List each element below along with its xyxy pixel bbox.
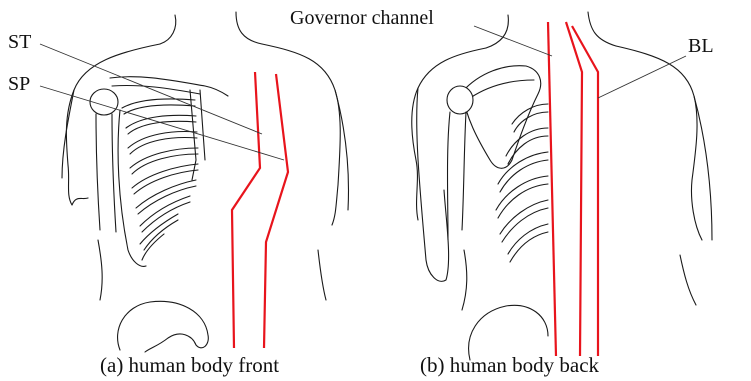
- front-pelvis: [118, 301, 209, 352]
- front-channels: [232, 72, 288, 348]
- governor-channel-line: [548, 22, 556, 356]
- front-neck-outline: [160, 15, 176, 44]
- front-waist-left: [98, 240, 102, 300]
- back-humerus-head: [447, 86, 473, 114]
- front-humerus: [96, 114, 116, 232]
- back-pelvis: [469, 305, 548, 360]
- back-channels: [548, 22, 598, 356]
- sp-channel-line: [232, 72, 260, 348]
- front-clavicle-lower: [112, 85, 200, 94]
- back-body-figure: [412, 12, 712, 360]
- bl-channel-inner-line: [566, 22, 582, 356]
- back-torso-right-outline: [616, 46, 702, 240]
- front-body-figure: [40, 12, 348, 352]
- caption-front: (a) human body front: [100, 353, 279, 377]
- back-neck-right: [588, 12, 616, 46]
- governor-channel-label: Governor channel: [290, 7, 434, 29]
- back-waist-right: [680, 255, 696, 305]
- sp-leader-line: [40, 86, 284, 160]
- front-ribcage: [118, 99, 198, 266]
- back-left-arm-outline: [417, 88, 449, 281]
- front-waist-right: [318, 250, 326, 300]
- st-channel-line: [264, 74, 288, 348]
- bl-channel-outer-line: [572, 26, 598, 356]
- back-humerus: [448, 112, 467, 240]
- bl-label: BL: [688, 35, 714, 57]
- st-leader-line: [40, 44, 262, 134]
- back-waist-left: [462, 250, 467, 310]
- governor-leader-line: [474, 26, 552, 56]
- st-label: ST: [8, 31, 31, 53]
- bl-leader-line: [598, 56, 686, 98]
- front-torso-right-outline: [262, 44, 340, 225]
- front-neck-outline-right: [236, 12, 262, 44]
- caption-back: (b) human body back: [420, 353, 600, 377]
- sp-label: SP: [8, 73, 30, 95]
